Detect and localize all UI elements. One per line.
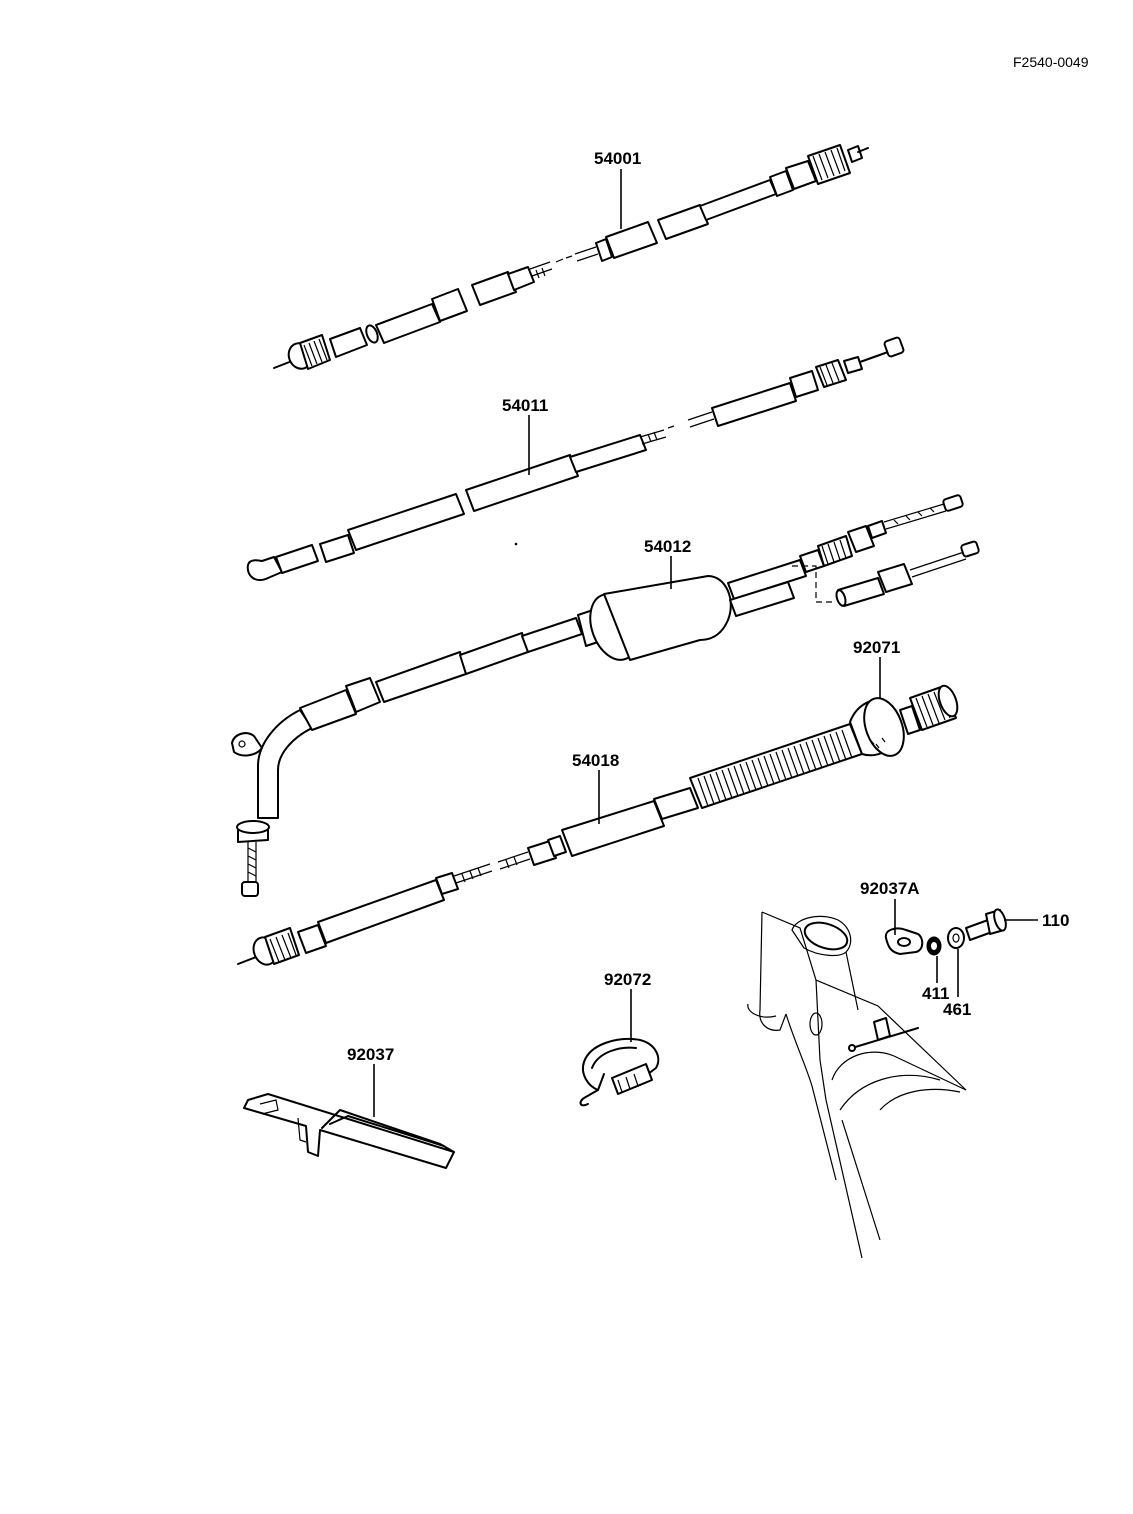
label-92037a: 92037A [860,879,920,898]
band-clamp[interactable] [579,1038,660,1107]
label-92072: 92072 [604,970,651,989]
washer[interactable] [926,936,942,956]
label-54001: 54001 [594,149,641,168]
diagram-code: F2540-0049 [1013,54,1089,70]
frame-head [747,911,967,1259]
cable-clamp-a[interactable] [884,927,924,955]
bolt[interactable] [965,908,1008,941]
label-54012: 54012 [644,537,691,556]
speedometer-cable[interactable] [273,144,869,372]
label-411: 411 [922,984,949,1003]
throttle-cable-dual[interactable] [231,494,980,897]
label-92037: 92037 [347,1045,394,1064]
tachometer-cable[interactable] [237,683,961,968]
label-110: 110 [1042,911,1069,930]
throttle-cable[interactable] [246,336,905,582]
label-54018: 54018 [572,751,619,770]
cable-guide[interactable] [243,1093,455,1169]
label-54011: 54011 [502,396,548,415]
lock-washer[interactable] [947,927,965,949]
label-92071: 92071 [853,638,900,657]
label-461: 461 [943,1000,971,1019]
